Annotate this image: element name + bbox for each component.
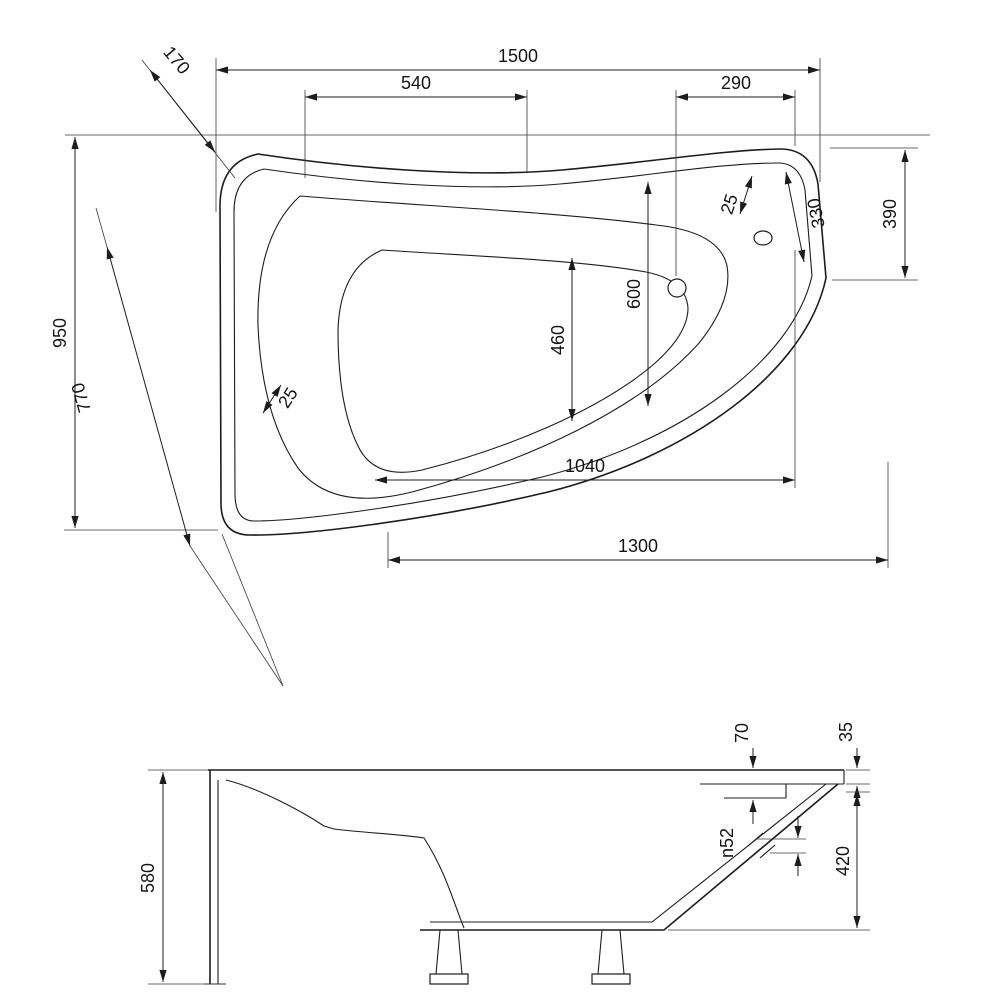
dim-label-580: 580: [138, 863, 158, 893]
dim-580: 580: [138, 769, 226, 985]
overflow-edge: [759, 844, 776, 859]
overflow-edge: [747, 832, 764, 847]
extension-line: [189, 545, 284, 687]
dim-label-25-left: 25: [274, 384, 302, 412]
dim-460: 460: [548, 258, 576, 421]
dim-330: 330: [784, 171, 829, 263]
drain-hole: [667, 278, 687, 298]
dim-label-290: 290: [721, 73, 751, 93]
dim-25-right: 25: [717, 175, 753, 217]
foot-stem: [457, 929, 463, 975]
dim-1500: 1500: [215, 46, 821, 212]
dim-35: 35: [836, 722, 870, 810]
dim-540: 540: [304, 73, 528, 178]
shell-right-and-bottom: [420, 783, 839, 931]
foot-pad: [591, 973, 631, 985]
dim-label-770: 770: [67, 380, 95, 414]
basin-outer-edge: [257, 195, 729, 499]
dim-170: 170: [141, 42, 236, 179]
interior-profile: [225, 779, 465, 929]
dim-950: 950: [50, 137, 218, 531]
dim-label-1500: 1500: [498, 46, 538, 66]
dim-label-950: 950: [50, 318, 70, 348]
foot-stem: [597, 929, 603, 975]
dim-label-600: 600: [624, 279, 644, 309]
dimension-line: [784, 171, 806, 263]
dimension-line: [739, 175, 753, 215]
dim-420: 420: [668, 791, 870, 931]
dim-70: 70: [732, 723, 757, 824]
dimension-line: [149, 69, 216, 153]
overflow-hole: n52: [717, 816, 806, 876]
dim-770: 770: [67, 207, 284, 687]
foot-pad: [429, 973, 469, 985]
tub-outer-rim: [219, 148, 827, 536]
dim-25-left: 25: [262, 384, 302, 414]
dimension-line: [106, 246, 191, 547]
top-view: 1500 170 540 290 950: [50, 42, 930, 687]
dim-label-n52: n52: [717, 828, 737, 858]
dimension-line: [262, 384, 282, 414]
extension-line: [221, 533, 284, 687]
dim-290: 290: [675, 73, 796, 276]
foot-stem: [435, 929, 441, 975]
dim-label-70: 70: [732, 723, 752, 743]
dim-label-460: 460: [548, 325, 568, 355]
side-view: n52 70 35 420 580: [138, 722, 870, 985]
dim-390: 390: [830, 147, 918, 281]
faucet-hole: [753, 230, 773, 246]
dim-label-25-right: 25: [717, 192, 742, 217]
extension-line: [95, 207, 108, 248]
dim-label-390: 390: [880, 199, 900, 229]
dim-label-170: 170: [159, 42, 194, 78]
dim-label-1040: 1040: [565, 456, 605, 476]
dim-label-330: 330: [803, 196, 828, 229]
dim-label-540: 540: [401, 73, 431, 93]
shell-inner-wall: [430, 783, 827, 923]
dim-label-420: 420: [833, 846, 853, 876]
dim-1040: 1040: [375, 250, 796, 488]
foot-right: [591, 929, 631, 985]
dim-label-35: 35: [836, 722, 856, 742]
dim-1300: 1300: [387, 462, 889, 568]
dim-600: 600: [624, 182, 652, 406]
foot-stem: [619, 929, 625, 975]
foot-left: [429, 929, 469, 985]
dim-label-1300: 1300: [618, 536, 658, 556]
tub-inner-rim: [233, 162, 813, 522]
